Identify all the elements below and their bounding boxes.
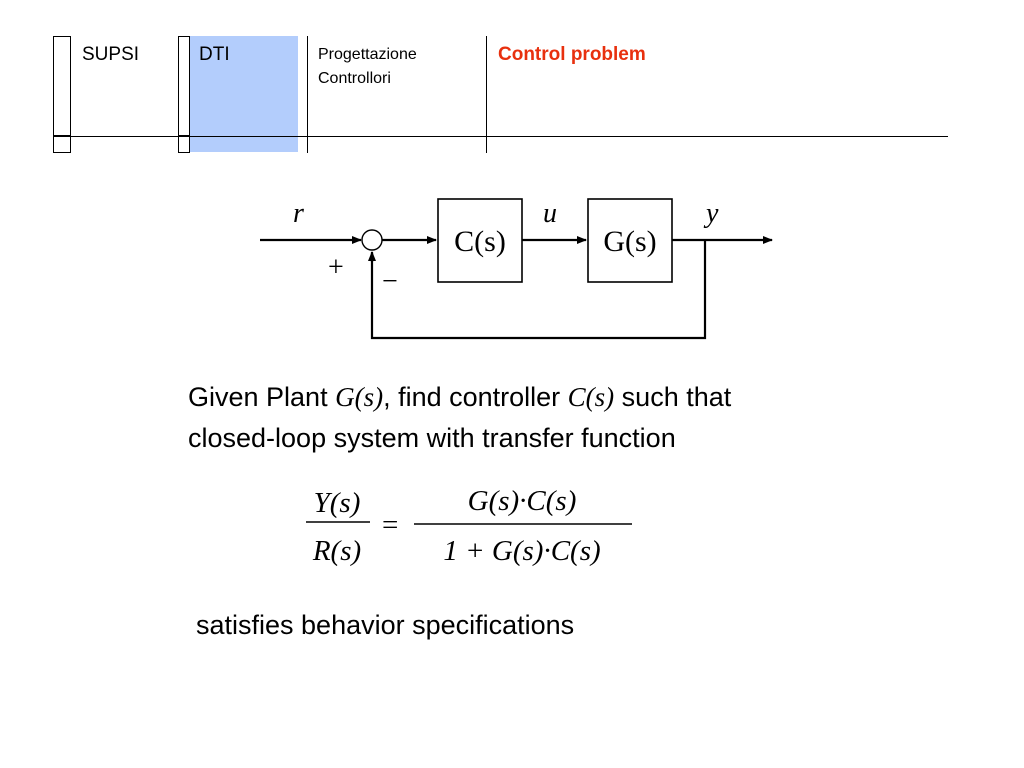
signal-r-label: r xyxy=(293,198,304,229)
feedback-path xyxy=(370,240,707,340)
rhs-numerator: G(s)·C(s) xyxy=(468,485,577,517)
equals-sign: = xyxy=(382,509,398,541)
mid-bar-frame xyxy=(178,36,190,136)
problem-statement-line-2: closed-loop system with transfer functio… xyxy=(188,423,676,453)
specification-line: satisfies behavior specifications xyxy=(196,610,575,640)
plant-symbol: G(s) xyxy=(335,382,384,412)
controller-block-label: C(s) xyxy=(454,225,506,258)
rhs-denominator: 1 + G(s)·C(s) xyxy=(443,535,600,567)
dti-highlight xyxy=(190,36,298,152)
plus-sign: + xyxy=(328,252,344,283)
lhs-numerator: Y(s) xyxy=(314,487,361,519)
org-label: SUPSI xyxy=(82,44,140,65)
plant-block-label: G(s) xyxy=(603,225,656,258)
controller-symbol: C(s) xyxy=(567,382,615,412)
dept-label: DTI xyxy=(199,44,230,65)
left-bar-frame xyxy=(53,36,71,136)
lhs-denominator: R(s) xyxy=(312,535,361,567)
given-mid: , find controller xyxy=(383,382,568,412)
header-rule xyxy=(53,136,948,137)
problem-statement-line-1: Given Plant G(s), find controller C(s) s… xyxy=(188,378,731,416)
separator-1 xyxy=(307,36,308,153)
minus-sign: − xyxy=(382,266,398,297)
slide-title: Control problem xyxy=(498,44,646,65)
signal-u-label: u xyxy=(543,198,557,229)
course-line-2: Controllori xyxy=(318,70,391,87)
course-line-1: Progettazione xyxy=(318,46,417,63)
signal-y-label: y xyxy=(703,198,719,229)
separator-2 xyxy=(486,36,487,153)
given-suffix: such that xyxy=(614,382,732,412)
given-prefix: Given Plant xyxy=(188,382,336,412)
